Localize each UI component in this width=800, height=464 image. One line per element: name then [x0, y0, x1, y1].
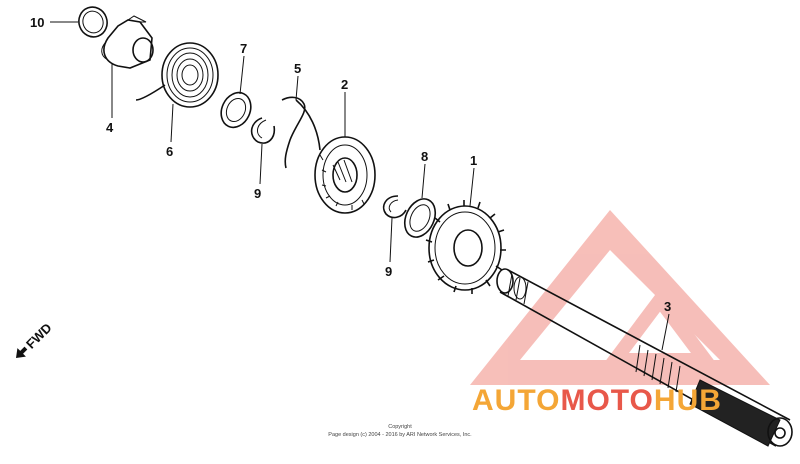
part-4-guide [101, 15, 154, 69]
part-9a-circlip [250, 117, 276, 144]
part-7-washer [220, 91, 252, 129]
callout-10: 10 [30, 15, 44, 30]
watermark-text: AUTOMOTOHUB [472, 384, 722, 417]
callout-1: 1 [470, 153, 477, 168]
watermark-text-auto: AUTO [472, 384, 560, 417]
fwd-indicator: FWD [16, 320, 55, 358]
part-2-ratchet [314, 136, 376, 214]
part-3-shaft [496, 268, 793, 447]
watermark-text-moto: MOTO [560, 384, 653, 417]
fwd-label: FWD [23, 320, 55, 352]
callout-9-lower: 9 [385, 264, 392, 279]
callout-8: 8 [421, 149, 428, 164]
watermark-logo [470, 210, 770, 385]
part-10-snap-ring [78, 6, 108, 38]
callout-5: 5 [294, 61, 301, 76]
callout-7: 7 [240, 41, 247, 56]
callout-2: 2 [341, 77, 348, 92]
copyright-line-1: Copyright [388, 424, 412, 430]
watermark-triangle-outer [470, 210, 770, 385]
callout-3: 3 [664, 299, 671, 314]
part-1-gear [425, 200, 506, 294]
part-9b-circlip [382, 195, 407, 219]
callout-9-upper: 9 [254, 186, 261, 201]
copyright: Copyright Page design (c) 2004 - 2016 by… [328, 424, 472, 438]
callouts: 10 4 6 7 9 5 2 8 9 1 3 [30, 15, 671, 314]
part-8-washer [403, 198, 437, 238]
callout-4: 4 [106, 120, 114, 135]
copyright-line-2: Page design (c) 2004 - 2016 by ARI Netwo… [328, 432, 472, 438]
watermark-triangle-inner [601, 288, 719, 367]
svg-text:AUTOMOTOHUB: AUTOMOTOHUB [472, 384, 722, 417]
part-5-spring-wire [281, 96, 321, 169]
callout-6: 6 [166, 144, 173, 159]
leader-lines [50, 21, 670, 351]
part-6-spring [135, 42, 219, 108]
watermark-text-hub: HUB [654, 384, 722, 417]
